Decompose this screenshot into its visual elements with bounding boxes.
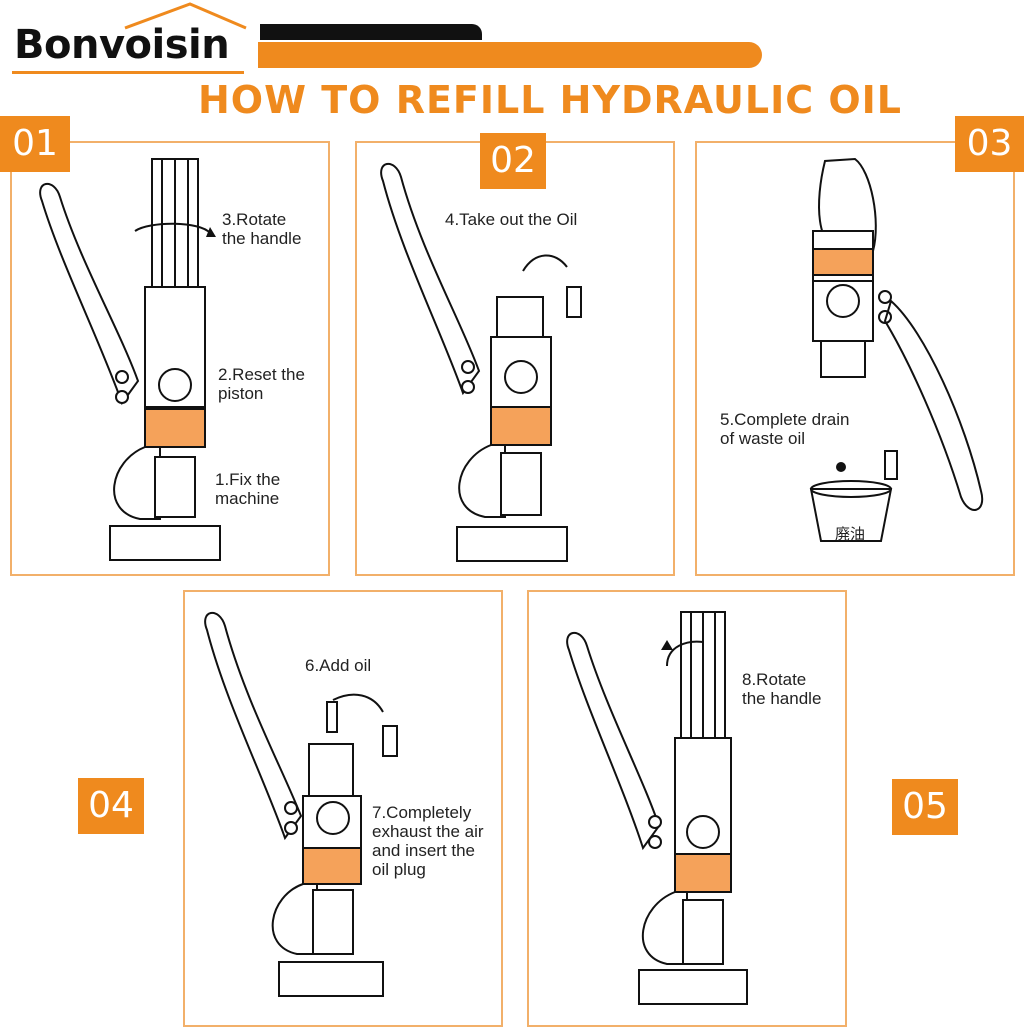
step-badge-02: 02 [480, 133, 546, 189]
step-text-reset-piston: 2.Reset the piston [218, 365, 305, 403]
crimper-illustration-03 [809, 157, 984, 542]
brand-underline [12, 71, 244, 74]
page-title: HOW TO REFILL HYDRAULIC OIL [197, 78, 903, 122]
header-bar-black [260, 24, 482, 40]
step-text-rotate-handle-final: 8.Rotate the handle [742, 670, 822, 708]
step-text-take-out-oil: 4.Take out the Oil [445, 210, 578, 229]
step-badge-05: 05 [892, 779, 958, 835]
crimper-illustration-02 [380, 163, 582, 562]
crimper-illustration-05 [566, 611, 748, 1005]
step-text-fix-machine: 1.Fix the machine [215, 470, 281, 508]
step-badge-01: 01 [0, 116, 70, 172]
crimper-illustration-04 [204, 612, 398, 997]
step-text-add-oil: 6.Add oil [305, 656, 372, 675]
step-text-rotate-handle: 3.Rotate the handle [222, 210, 302, 248]
step-badge-04: 04 [78, 778, 144, 834]
step-text-drain-waste-oil: 5.Complete drain of waste oil [720, 410, 850, 448]
brand-logo: Bonvoisin [14, 22, 230, 68]
cup-label: 廃油 [835, 526, 866, 543]
step-text-exhaust-air: 7.Completely exhaust the air and insert … [372, 803, 484, 879]
header-bar-orange [258, 42, 762, 68]
step-badge-03: 03 [955, 116, 1024, 172]
crimper-illustration-01 [39, 158, 221, 561]
house-roof-icon [124, 2, 247, 30]
